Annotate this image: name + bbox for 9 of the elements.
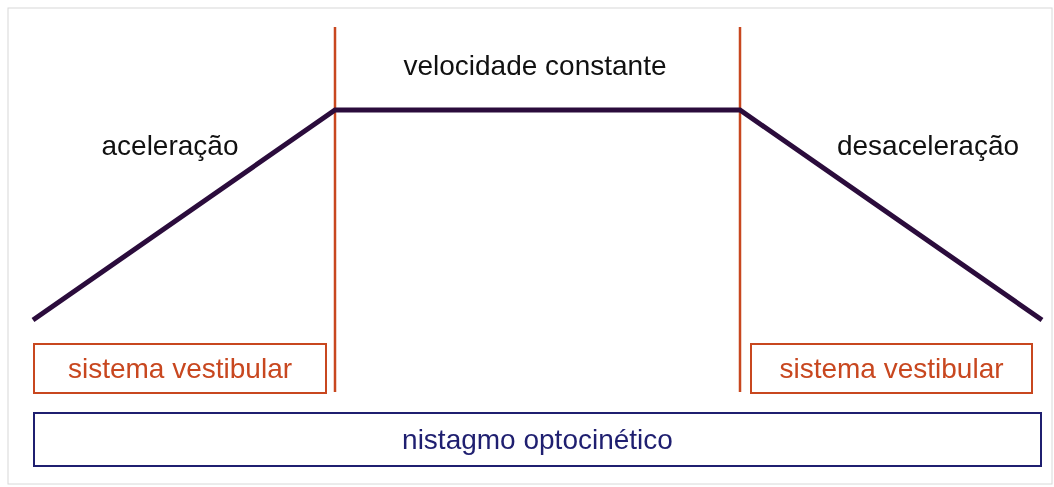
system-name: sistema vestibular: [67, 352, 293, 385]
system-box: [33, 343, 327, 394]
phase-label: aceleração: [101, 130, 239, 162]
phase-label: desaceleração: [836, 130, 1020, 162]
system-box: [33, 412, 1042, 467]
system-name: sistema vestibular: [779, 352, 1004, 385]
system-name: nistagmo optocinético: [402, 423, 673, 456]
phase-label: velocidade constante: [403, 50, 667, 82]
system-box: [750, 343, 1033, 394]
